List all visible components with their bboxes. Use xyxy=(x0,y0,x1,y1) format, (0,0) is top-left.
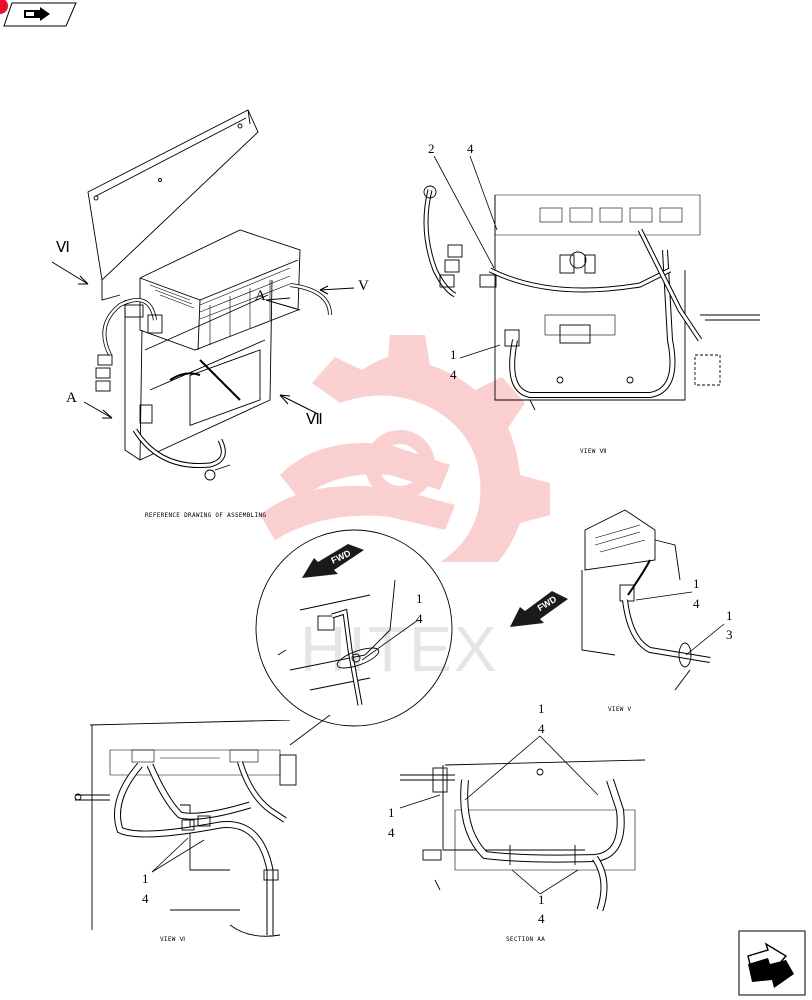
callout-1-section-aa-left: 1 xyxy=(388,805,395,820)
next-page-button[interactable] xyxy=(738,930,806,996)
view-arrow-a-top-label: A xyxy=(255,288,266,304)
book-arrow-icon xyxy=(0,0,77,27)
fwd-arrow-view-v-icon[interactable]: FWD xyxy=(508,585,572,633)
callout-3-view-v-clamp: 3 xyxy=(726,627,733,642)
view-v-caption: VIEW V xyxy=(608,706,632,713)
view-vii-caption: VIEW Ⅶ xyxy=(580,448,607,455)
watermark-text: HITEX xyxy=(300,613,499,685)
view-vi-caption: VIEW Ⅵ xyxy=(160,936,186,943)
callout-4-view-v: 4 xyxy=(693,596,700,611)
callout-1-detail: 1 xyxy=(416,591,423,606)
view-arrow-vii-label: Ⅶ xyxy=(306,412,323,428)
fwd-arrow-detail-icon[interactable]: FWD xyxy=(300,540,370,584)
view-v-drawing xyxy=(581,509,711,691)
back-to-index-button[interactable] xyxy=(0,0,80,30)
callout-1-section-aa-top: 1 xyxy=(538,701,545,716)
callout-4-section-aa-left: 4 xyxy=(388,825,395,840)
callout-4-section-aa-bottom: 4 xyxy=(538,911,545,926)
callout-4-view-vii: 4 xyxy=(450,367,457,382)
callout-4-detail: 4 xyxy=(416,611,423,626)
callout-1-view-vii: 1 xyxy=(450,347,457,362)
gear-watermark-icon xyxy=(260,335,550,562)
view-vii-drawing xyxy=(423,185,760,411)
callout-4-top: 4 xyxy=(467,141,474,156)
section-aa-drawing xyxy=(400,759,646,912)
view-arrow-v-label: V xyxy=(358,278,369,294)
reference-drawing xyxy=(87,109,332,481)
callout-2-top: 2 xyxy=(428,141,435,156)
callout-1-view-v-clamp: 1 xyxy=(726,608,733,623)
callout-1-view-v: 1 xyxy=(693,576,700,591)
reference-drawing-caption: REFERENCE DRAWING OF ASSEMBLING xyxy=(145,512,267,519)
callout-1-section-aa-bottom: 1 xyxy=(538,892,545,907)
view-arrow-vi-label: Ⅵ xyxy=(56,240,70,256)
view-vi-drawing xyxy=(74,720,297,937)
next-page-arrow-icon xyxy=(738,930,806,996)
view-arrow-a-left-label: A xyxy=(66,390,77,406)
detail-circle-drawing xyxy=(255,529,453,727)
section-aa-caption: SECTION AA xyxy=(506,936,546,943)
callout-4-view-vi: 4 xyxy=(142,891,149,906)
callout-1-view-vi: 1 xyxy=(142,871,149,886)
callout-4-section-aa-top: 4 xyxy=(538,721,545,736)
